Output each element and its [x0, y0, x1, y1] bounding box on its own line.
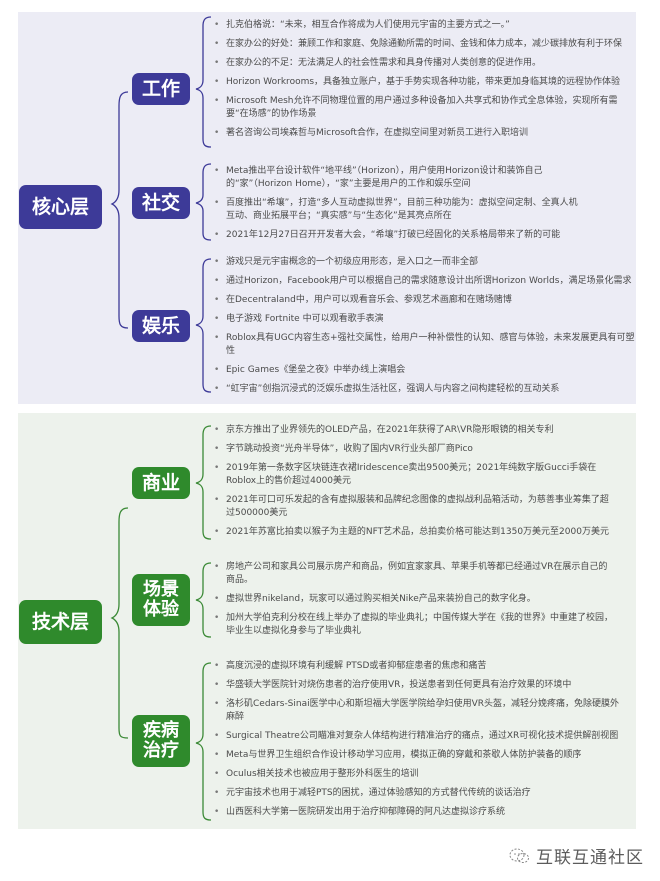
list-item: 在家办公的不足：无法满足人的社会性需求和具身传播对人类创意的促进作用。: [214, 57, 638, 70]
list-item: 字节跳动投资“光舟半导体”，收购了国内VR行业头部厂商Pico: [214, 443, 614, 456]
entertainment-node[interactable]: 娱乐: [132, 310, 190, 342]
list-item: 房地产公司和家具公司展示房产和商品，例如宜家家具、苹果手机等都已经通过VR在展示…: [214, 561, 614, 587]
scenario-experience-label-line1: 场景: [143, 579, 179, 601]
list-item: 在Decentraland中，用户可以观看音乐会、参观艺术画廊和在赌场赌博: [214, 294, 638, 307]
list-item: Meta与世界卫生组织合作设计移动学习应用，模拟正确的穿戴和茶歇人体防护装备的顺…: [214, 749, 624, 762]
watermark: 互联互通社区: [508, 843, 644, 868]
business-items-list: 京东方推出了业界领先的OLED产品，在2021年获得了AR\VR隐形眼镜的相关专…: [214, 424, 614, 545]
list-item: 高度沉浸的虚拟环境有利缓解 PTSD或者抑郁症患者的焦虑和痛苦: [214, 660, 624, 673]
social-node[interactable]: 社交: [132, 187, 190, 219]
disease-treatment-label-line2: 治疗: [143, 740, 179, 761]
work-node[interactable]: 工作: [132, 73, 190, 105]
list-item: “虹宇宙”创指沉浸式的泛娱乐虚拟生活社区，强调人与内容之间构建轻松的互动关系: [214, 383, 638, 396]
list-item: 游戏只是元宇宙概念的一个初级应用形态，是入口之一而非全部: [214, 256, 638, 269]
social-label: 社交: [141, 191, 180, 214]
entertainment-items-list: 游戏只是元宇宙概念的一个初级应用形态，是入口之一而非全部 通过Horizon，F…: [214, 256, 638, 402]
disease-treatment-node[interactable]: 疾病 治疗: [132, 715, 190, 767]
list-item: 2021年12月27日召开开发者大会，“希壤”打破已经固化的关系格局带来了新的可…: [214, 229, 584, 242]
core-layer-node[interactable]: 核心层: [19, 185, 102, 229]
disease-treatment-label-line1: 疾病: [143, 720, 179, 742]
list-item: 著名咨询公司埃森哲与Microsoft合作，在虚拟空间里对新员工进行入职培训: [214, 127, 638, 140]
wechat-icon: [509, 848, 529, 863]
list-item: 在家办公的好处：兼顾工作和家庭、免除通勤所需的时间、金钱和体力成本，减少碳排放有…: [214, 38, 638, 51]
list-item: 元宇宙技术也用于减轻PTS的困扰，通过体验感知的方式替代传统的谈话治疗: [214, 787, 624, 800]
social-items-list: Meta推出平台设计软件“地平线”（Horizon），用户使用Horizon设计…: [214, 165, 584, 248]
work-items-list: 扎克伯格说：“未来，相互合作将成为人们使用元宇宙的主要方式之一。” 在家办公的好…: [214, 19, 638, 146]
scenario-items-list: 房地产公司和家具公司展示房产和商品，例如宜家家具、苹果手机等都已经通过VR在展示…: [214, 561, 614, 644]
list-item: Oculus相关技术也被应用于整形外科医生的培训: [214, 768, 624, 781]
scenario-experience-node[interactable]: 场景 体验: [132, 574, 190, 626]
list-item: Meta推出平台设计软件“地平线”（Horizon），用户使用Horizon设计…: [214, 165, 584, 191]
scenario-experience-label-line2: 体验: [143, 599, 179, 620]
business-label: 商业: [141, 471, 180, 494]
list-item: 扎克伯格说：“未来，相互合作将成为人们使用元宇宙的主要方式之一。”: [214, 19, 638, 32]
list-item: 加州大学伯克利分校在线上举办了虚拟的毕业典礼；中国传媒大学在《我的世界》中重建了…: [214, 612, 614, 638]
disease-items-list: 高度沉浸的虚拟环境有利缓解 PTSD或者抑郁症患者的焦虑和痛苦 华盛顿大学医院针…: [214, 660, 624, 825]
list-item: 京东方推出了业界领先的OLED产品，在2021年获得了AR\VR隐形眼镜的相关专…: [214, 424, 614, 437]
list-item: 通过Horizon，Facebook用户可以根据自己的需求随意设计出所谓Hori…: [214, 275, 638, 288]
list-item: Roblox具有UGC内容生态+强社交属性，给用户一种补偿性的认知、感官与体验，…: [214, 332, 638, 358]
list-item: Surgical Theatre公司瞄准对复杂人体结构进行精准治疗的痛点，通过X…: [214, 730, 624, 743]
list-item: 虚拟世界nikeland，玩家可以通过购买相关Nike产品来装扮自己的数字化身。: [214, 593, 614, 606]
list-item: 百度推出“希壤”，打造“多人互动虚拟世界”，目前三种功能为：虚拟空间定制、全真人…: [214, 197, 584, 223]
core-layer-label: 核心层: [31, 195, 89, 218]
list-item: Horizon Workrooms，具备独立账户，基于手势实现各种功能，带来更加…: [214, 76, 638, 89]
list-item: 2021年可口可乐发起的含有虚拟服装和品牌纪念图像的虚拟战利品箱活动，为慈善事业…: [214, 494, 614, 520]
list-item: 2019年第一条数字区块链连衣裙Iridescence卖出9500美元；2021…: [214, 462, 614, 488]
tech-layer-label: 技术层: [31, 610, 89, 633]
list-item: 华盛顿大学医院针对烧伤患者的治疗使用VR，投送患者到任何更具有治疗效果的环境中: [214, 679, 624, 692]
tech-layer-node[interactable]: 技术层: [19, 600, 102, 644]
work-label: 工作: [141, 77, 180, 100]
list-item: 洛杉矶Cedars-Sinai医学中心和斯坦福大学医学院给孕妇使用VR头盔，减轻…: [214, 698, 624, 724]
entertainment-label: 娱乐: [141, 314, 180, 337]
business-node[interactable]: 商业: [132, 467, 190, 499]
list-item: Microsoft Mesh允许不同物理位置的用户通过多种设备加入共享式和协作式…: [214, 95, 638, 121]
list-item: Epic Games《堡垒之夜》中举办线上演唱会: [214, 364, 638, 377]
list-item: 2021年苏富比拍卖以猴子为主题的NFT艺术品，总拍卖价格可能达到1350万美元…: [214, 526, 614, 539]
watermark-text: 互联互通社区: [536, 848, 644, 868]
list-item: 电子游戏 Fortnite 中可以观看歌手表演: [214, 313, 638, 326]
list-item: 山西医科大学第一医院研发出用于治疗抑郁障碍的阿凡达虚拟诊疗系统: [214, 806, 624, 819]
